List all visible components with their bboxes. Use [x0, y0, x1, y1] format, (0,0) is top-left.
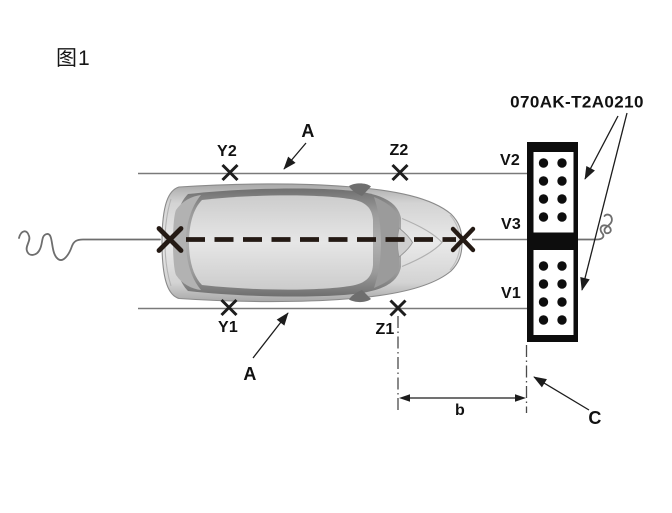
label-z1: Z1 — [375, 321, 395, 338]
label-y1: Y1 — [218, 319, 238, 336]
label-a-upper: A — [301, 121, 315, 141]
part-number-arrows — [580, 112, 628, 291]
part-number-label: 070AK-T2A0210 — [510, 92, 644, 112]
x-marker-y2 — [221, 163, 239, 182]
x-marker-y1 — [220, 298, 238, 317]
label-v3: V3 — [501, 216, 521, 233]
break-squiggle-left-icon — [18, 230, 161, 261]
label-v2: V2 — [500, 152, 520, 169]
car-top-view — [161, 183, 463, 303]
x-marker-centerline-front — [450, 226, 476, 253]
label-c-arrow — [533, 376, 590, 411]
label-z2: Z2 — [389, 142, 409, 159]
label-b-dimension: b — [455, 402, 465, 419]
label-y2: Y2 — [217, 143, 237, 160]
x-marker-z1 — [389, 299, 407, 317]
label-a-lower-arrow — [252, 312, 289, 359]
target-board — [527, 142, 578, 342]
x-marker-centerline-rear — [156, 226, 184, 253]
target-board-dots-upper — [538, 158, 567, 222]
x-marker-z2 — [391, 163, 409, 182]
label-v1: V1 — [501, 285, 521, 302]
label-c-reference: C — [588, 408, 602, 428]
target-board-dots-lower — [538, 261, 567, 325]
label-a-lower: A — [243, 364, 257, 384]
label-a-upper-arrow — [283, 142, 307, 170]
dimension-line-b — [399, 394, 526, 402]
figure-label: 图1 — [56, 47, 91, 70]
break-squiggle-right-icon — [577, 213, 613, 241]
